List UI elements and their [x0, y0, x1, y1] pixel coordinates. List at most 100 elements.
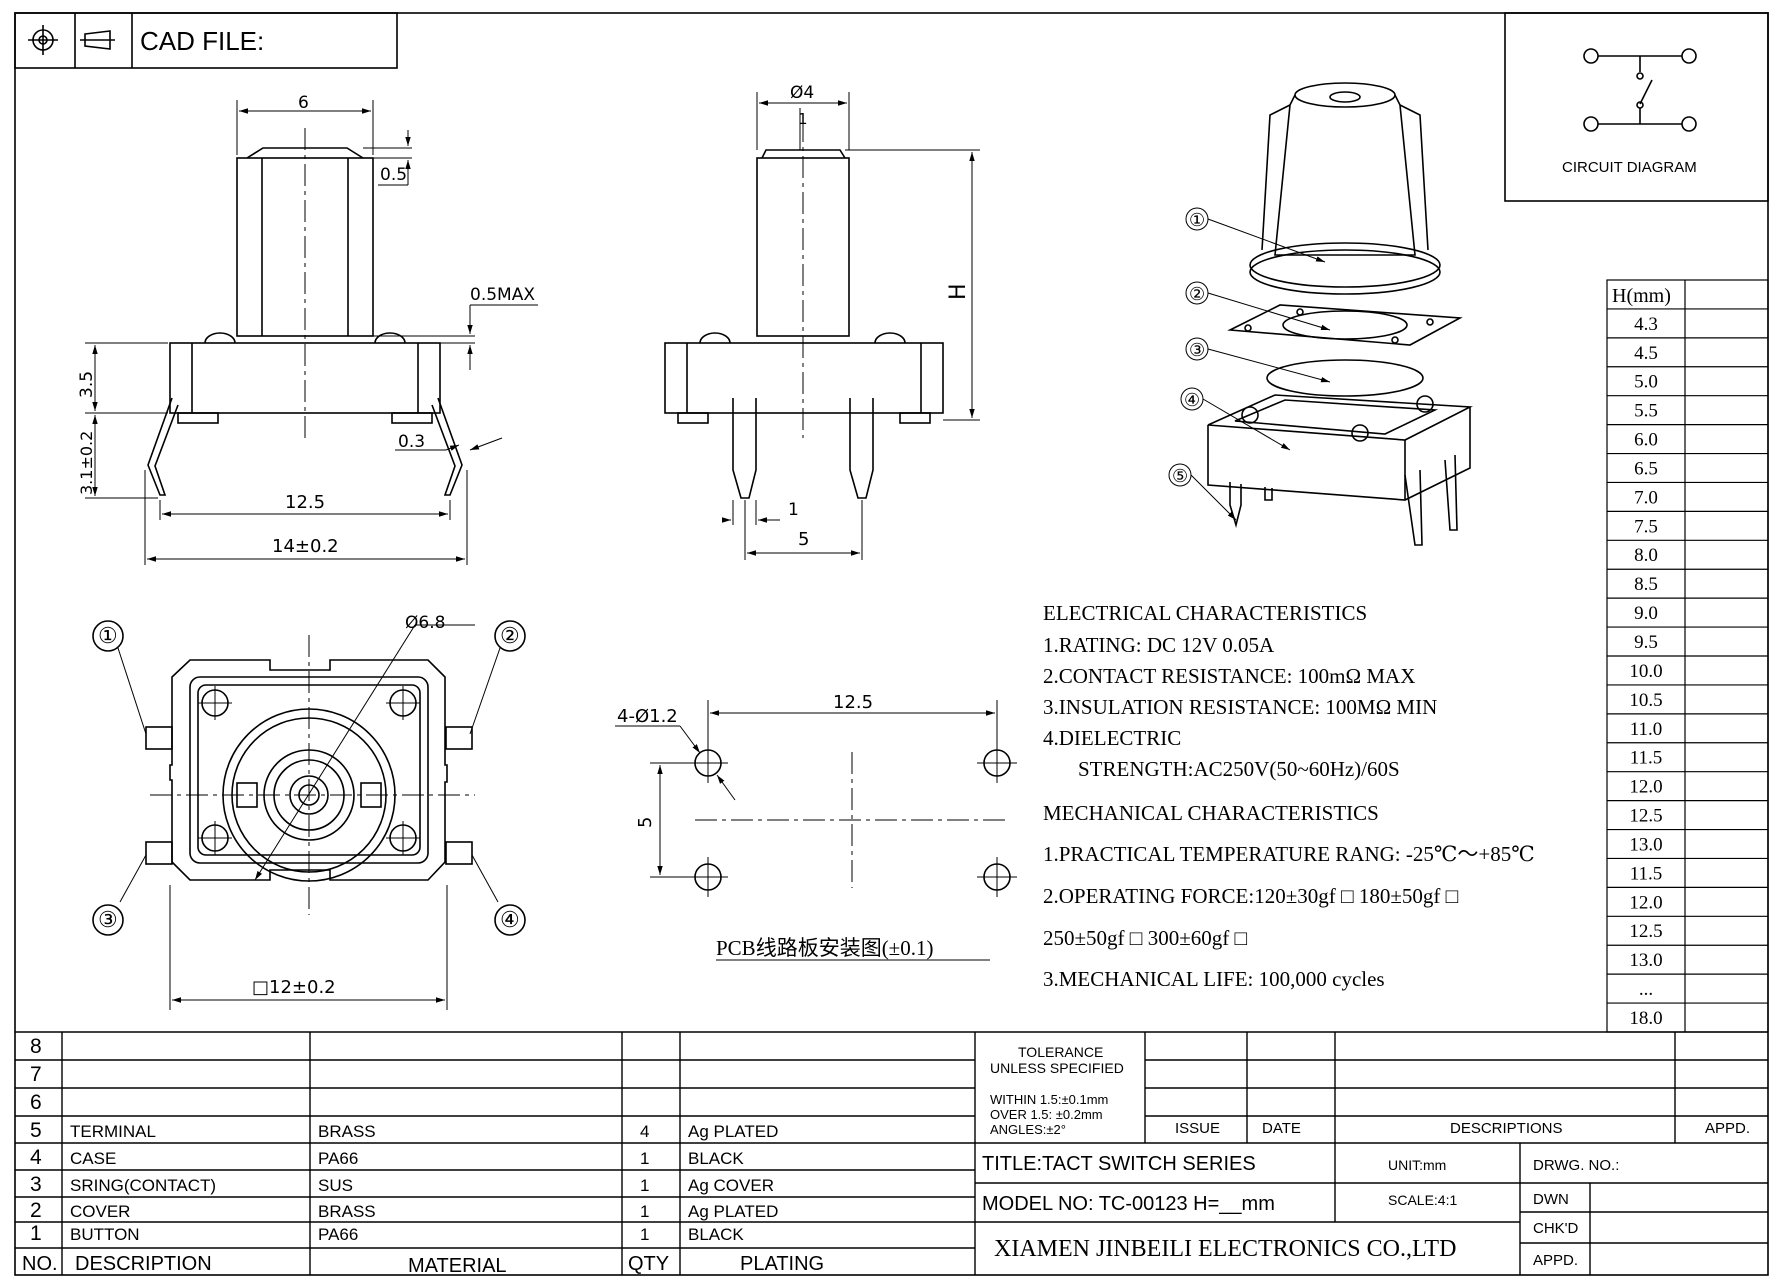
bom-row-material: BRASS	[318, 1122, 376, 1141]
h-table-value: 6.5	[1634, 458, 1658, 479]
title-block: TOLERANCE UNLESS SPECIFIED WITHIN 1.5:±0…	[982, 1044, 1750, 1269]
pcb-dimensions	[615, 700, 998, 961]
bom-header-no: NO.	[22, 1253, 58, 1275]
dim-pcb-height: 5	[635, 817, 656, 828]
bom-row-no: 4	[30, 1146, 42, 1169]
dim-holes: 4-Ø1.2	[617, 706, 678, 727]
mechanical-title: MECHANICAL CHARACTERISTICS	[1043, 801, 1379, 825]
header-box	[14, 12, 398, 69]
electrical-line-4: 4.DIELECTRIC	[1043, 726, 1181, 750]
electrical-line-1: 1.RATING: DC 12V 0.05A	[1043, 633, 1275, 657]
bom-row-description: TERMINAL	[70, 1122, 156, 1141]
callout-2-exploded: ②	[1189, 284, 1205, 304]
col-descriptions: DESCRIPTIONS	[1450, 1120, 1563, 1137]
bom-row-description: SRING(CONTACT)	[70, 1176, 216, 1195]
dim-stem-diameter: Ø4	[790, 83, 814, 103]
mechanical-line-3: 250±50gf □ 300±60gf □	[1043, 926, 1247, 950]
h-table-value: ...	[1639, 979, 1653, 1000]
mechanical-line-4: 3.MECHANICAL LIFE: 100,000 cycles	[1043, 967, 1385, 991]
bom-row-no: 5	[30, 1119, 42, 1142]
bom-header-row: NO. DESCRIPTION MATERIAL QTY PLATING	[22, 1253, 824, 1277]
h-table-value: 4.3	[1634, 314, 1658, 335]
h-table-header: H(mm)	[1612, 285, 1671, 307]
side-dimensions	[722, 92, 980, 560]
electrical-line-3: 3.INSULATION RESISTANCE: 100MΩ MIN	[1043, 695, 1437, 719]
side-view	[664, 120, 944, 499]
bom-row-material: PA66	[318, 1225, 358, 1244]
exploded-view	[1207, 82, 1473, 546]
electrical-line-2: 2.CONTACT RESISTANCE: 100mΩ MAX	[1043, 664, 1415, 688]
h-table-value: 13.0	[1629, 834, 1662, 855]
bom-row-plating: Ag PLATED	[688, 1122, 778, 1141]
h-table-value: 12.5	[1629, 921, 1662, 942]
characteristics: ELECTRICAL CHARACTERISTICS 1.RATING: DC …	[1043, 601, 1535, 991]
bom-header-description: DESCRIPTION	[75, 1253, 212, 1275]
dim-plunger-diameter: Ø6.8	[405, 613, 445, 633]
h-table-value: 10.5	[1629, 690, 1662, 711]
dim-flat: 1	[798, 110, 808, 128]
drawing-number-label: DRWG. NO.:	[1533, 1157, 1619, 1174]
bom-row-material: BRASS	[318, 1202, 376, 1221]
bom-row-qty: 1	[640, 1202, 649, 1221]
bom-row-no: 7	[30, 1063, 42, 1086]
dim-gap: 0.5MAX	[470, 285, 535, 305]
appd-label: APPD.	[1533, 1252, 1578, 1269]
dim-pin-thickness: 0.3	[398, 432, 425, 452]
bom-row-no: 6	[30, 1091, 42, 1114]
projection-icon	[80, 30, 115, 50]
h-table-value: 6.0	[1634, 430, 1658, 451]
sheet-border	[14, 12, 1769, 1276]
h-table-value: 9.5	[1634, 632, 1658, 653]
top-dimensions	[117, 624, 501, 1010]
callout-3-exploded: ③	[1189, 340, 1205, 360]
h-table-value: 12.5	[1629, 806, 1662, 827]
exploded-callouts	[1168, 207, 1331, 521]
callout-4-exploded: ④	[1184, 390, 1200, 410]
h-table-value: 9.0	[1634, 603, 1658, 624]
bom-grid	[15, 1031, 1768, 1275]
bom-header-plating: PLATING	[740, 1253, 824, 1275]
callout-2-top: ②	[500, 623, 520, 648]
front-view	[147, 128, 463, 496]
h-table-value: 4.5	[1634, 343, 1658, 364]
tolerance-within: WITHIN 1.5:±0.1mm	[990, 1092, 1108, 1107]
bom-row-plating: BLACK	[688, 1225, 744, 1244]
bom-row-qty: 4	[640, 1122, 649, 1141]
bom-row-qty: 1	[640, 1176, 649, 1195]
h-table-value: 11.0	[1630, 719, 1663, 740]
title-block-grid	[975, 1032, 1768, 1275]
h-table-value: 12.0	[1629, 777, 1662, 798]
dwn-label: DWN	[1533, 1191, 1569, 1208]
h-table-value: 5.0	[1634, 372, 1658, 393]
pcb-layout	[688, 743, 1017, 897]
unit-text: UNIT:mm	[1388, 1157, 1446, 1173]
dim-top-width: 6	[298, 93, 309, 113]
bom-row-no: 1	[30, 1222, 42, 1245]
col-date: DATE	[1262, 1120, 1301, 1137]
callout-4-top: ④	[500, 907, 520, 932]
dim-pin-pitch: 5	[798, 529, 809, 550]
bom-row-description: BUTTON	[70, 1225, 140, 1244]
callout-5-exploded: ⑤	[1172, 466, 1188, 486]
bom-row-material: SUS	[318, 1176, 353, 1195]
cad-file-label: CAD FILE:	[140, 26, 264, 56]
bom-header-material: MATERIAL	[408, 1255, 507, 1277]
title-text: TITLE:TACT SWITCH SERIES	[982, 1153, 1256, 1175]
model-number: MODEL NO: TC-00123 H=__mm	[982, 1193, 1275, 1215]
h-table-value: 5.5	[1634, 401, 1658, 422]
bom-row-plating: BLACK	[688, 1149, 744, 1168]
dim-pin-height: 3.1±0.2	[77, 431, 96, 495]
company-name: XIAMEN JINBEILI ELECTRONICS CO.,LTD	[994, 1236, 1456, 1262]
h-table-value: 7.5	[1634, 516, 1658, 537]
col-appd: APPD.	[1705, 1120, 1750, 1137]
dim-height: H	[946, 283, 971, 300]
callout-circles-top	[92, 620, 526, 936]
circuit-diagram-label: CIRCUIT DIAGRAM	[1562, 159, 1697, 176]
bom-row-no: 3	[30, 1173, 42, 1196]
h-table-value: 11.5	[1630, 748, 1663, 769]
callout-1-top: ①	[98, 623, 118, 648]
dim-pin-width: 1	[788, 500, 799, 520]
h-table-value: 10.0	[1629, 661, 1662, 682]
